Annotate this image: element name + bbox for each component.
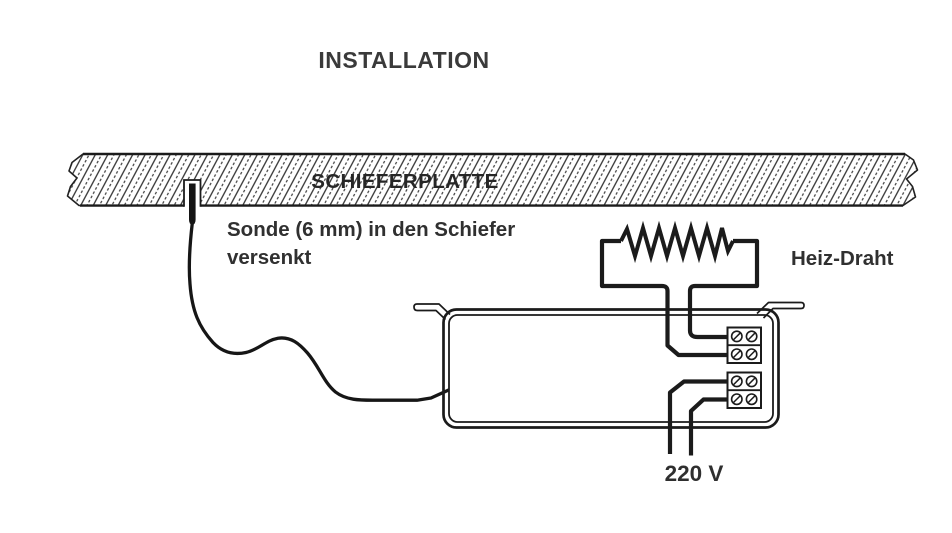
controller-box-outer: [442, 308, 780, 429]
wire-resistor-right-lead: [687, 238, 760, 340]
mounting-tab-left: [413, 303, 451, 321]
screw-terminal: [730, 330, 758, 361]
controller-box-inner: [448, 314, 774, 423]
controller-box: [413, 301, 805, 429]
mounting-tab-right: [756, 301, 805, 319]
wire-mains-left: [667, 379, 728, 454]
wire-mains-right: [688, 397, 728, 456]
heating-resistor: [599, 220, 760, 358]
probe-caption: Sonde (6 mm) in den Schiefer versenkt: [227, 218, 515, 269]
terminal-block-upper: [726, 326, 762, 364]
terminal-block-lower: [726, 371, 762, 409]
probe-caption-line1: Sonde (6 mm) in den Schiefer: [227, 218, 515, 241]
mains-wires: [667, 379, 728, 456]
wire-resistor-left-lead: [599, 238, 728, 358]
plate-label: SCHIEFERPLATTE: [311, 170, 498, 193]
screw-terminal: [730, 375, 758, 406]
voltage-label: 220 V: [665, 461, 724, 486]
slate-plate: SCHIEFERPLATTE: [66, 152, 919, 207]
resistor-zigzag: [619, 220, 735, 264]
probe: [189, 183, 196, 225]
sensor-cable: [187, 221, 454, 402]
diagram-title: INSTALLATION: [318, 47, 489, 73]
probe-caption-line2: versenkt: [227, 246, 312, 269]
heater-label: Heiz-Draht: [791, 247, 894, 270]
